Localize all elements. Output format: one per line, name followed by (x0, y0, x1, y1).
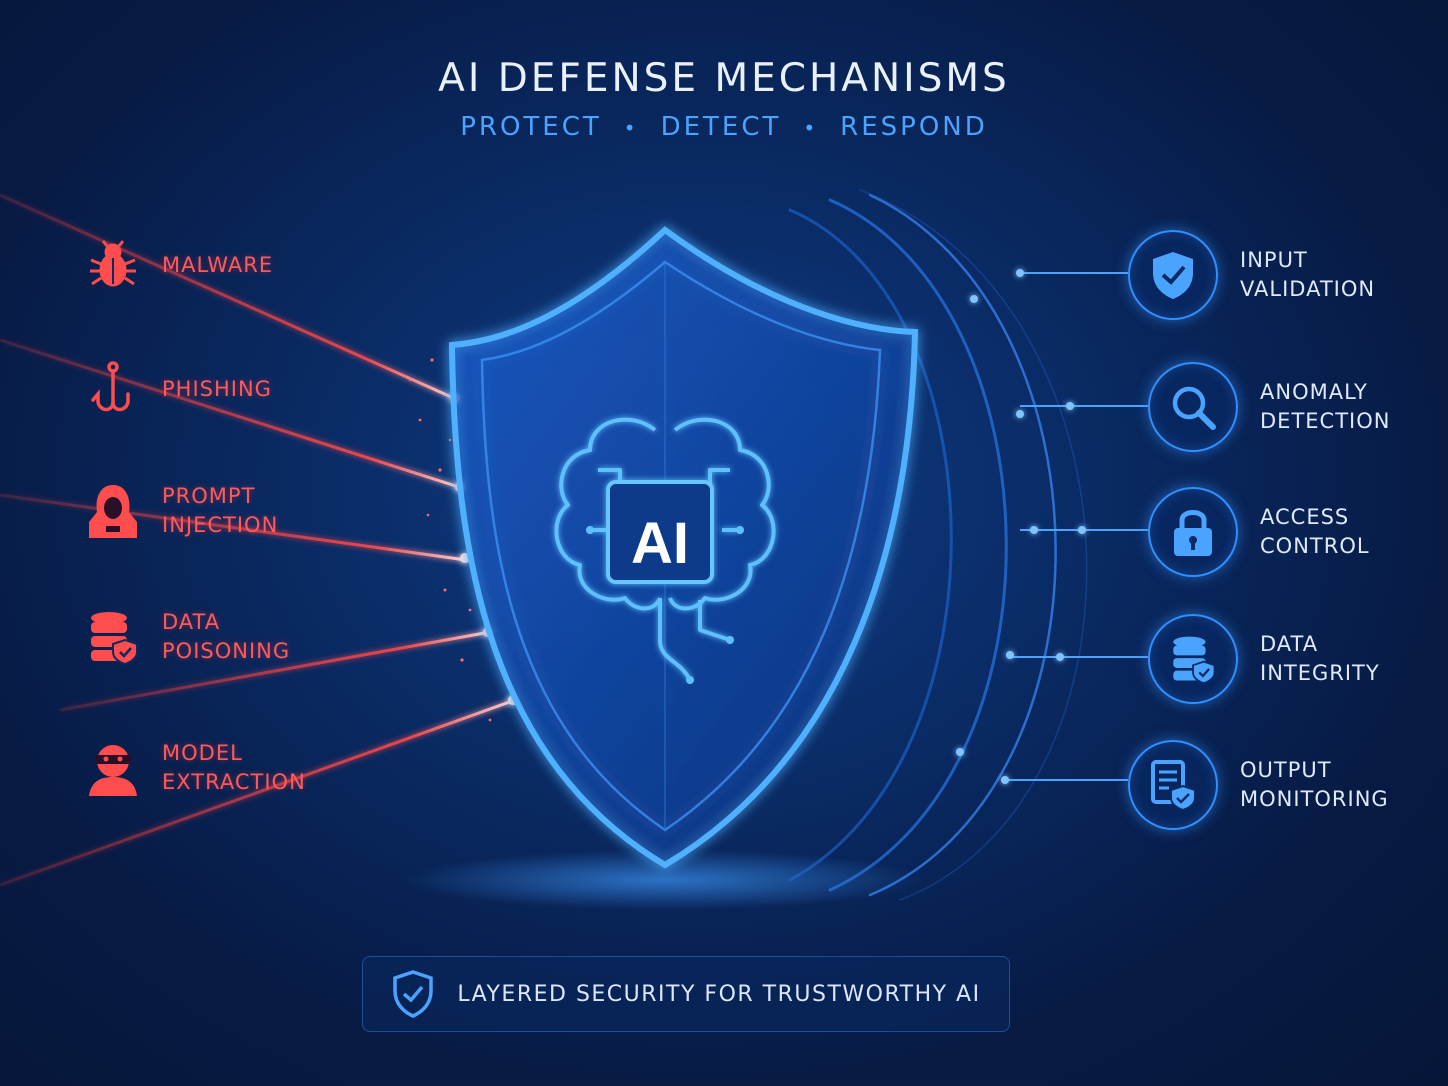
defense-access-control: ACCESS CONTROL (1148, 487, 1370, 577)
connector-nodes (956, 269, 1086, 784)
brain-circuit-icon (554, 417, 776, 682)
defense-layers (788, 189, 1088, 901)
defense-label: DATA INTEGRITY (1260, 632, 1380, 685)
tagline: PROTECT • DETECT • RESPOND (0, 112, 1448, 142)
threat-label: MODEL EXTRACTION (162, 741, 306, 794)
hooded-hacker-icon (84, 482, 142, 540)
connector-lines (1005, 272, 1148, 781)
page-title: AI DEFENSE MECHANISMS (438, 56, 1010, 101)
threat-data-poisoning: DATA POISONING (84, 608, 290, 666)
magnifier-icon (1148, 362, 1238, 452)
defense-data-integrity: DATA INTEGRITY (1148, 614, 1380, 704)
threat-malware: MALWARE (84, 236, 273, 294)
defense-input-validation: INPUT VALIDATION (1128, 230, 1375, 320)
bullet-dot: • (623, 115, 639, 140)
footer-label: LAYERED SECURITY FOR TRUSTWORTHY AI (457, 981, 981, 1007)
defense-label: OUTPUT MONITORING (1240, 758, 1389, 811)
defense-label: INPUT VALIDATION (1240, 248, 1376, 301)
threat-model-extraction: MODEL EXTRACTION (84, 739, 306, 797)
database-shield-icon (1148, 614, 1238, 704)
database-shield-icon (84, 608, 142, 666)
ai-chip (606, 480, 714, 584)
defense-label: ACCESS CONTROL (1260, 505, 1370, 558)
defense-output-monitoring: OUTPUT MONITORING (1128, 740, 1389, 830)
defense-label: ANOMALY DETECTION (1260, 380, 1391, 433)
padlock-icon (1148, 487, 1238, 577)
threat-label: PHISHING (162, 376, 272, 401)
footer-banner: LAYERED SECURITY FOR TRUSTWORTHY AI (362, 956, 1010, 1032)
floor-glow (405, 850, 925, 910)
threat-beams (0, 193, 516, 887)
threat-label: PROMPT INJECTION (162, 484, 279, 537)
defense-anomaly-detection: ANOMALY DETECTION (1148, 362, 1390, 452)
shield-check-icon (1128, 230, 1218, 320)
document-shield-icon (1128, 740, 1218, 830)
threat-label: DATA POISONING (162, 610, 291, 663)
threat-phishing: PHISHING (84, 360, 272, 418)
tagline-detect: DETECT (660, 112, 782, 142)
threat-label: MALWARE (162, 252, 274, 277)
threat-prompt-injection: PROMPT INJECTION (84, 482, 278, 540)
shield-check-icon (393, 970, 434, 1018)
masked-thief-icon (84, 739, 142, 797)
bullet-dot: • (803, 115, 819, 140)
tagline-protect: PROTECT (460, 112, 602, 142)
tagline-respond: RESPOND (840, 112, 988, 142)
bug-icon (84, 236, 142, 294)
fishhook-icon (84, 360, 142, 418)
ai-chip-label: AI (631, 511, 689, 576)
